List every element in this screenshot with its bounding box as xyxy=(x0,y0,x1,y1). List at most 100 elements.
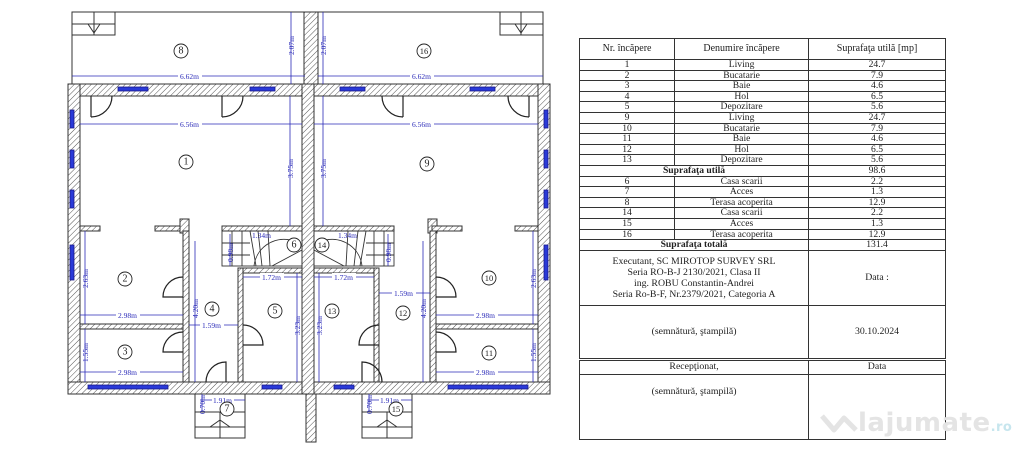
room-area-table: Nr. încăpere Denumire încăpere Suprafaţa… xyxy=(578,38,946,440)
date-label: Data : xyxy=(808,249,946,306)
cell-name: Living xyxy=(674,111,810,124)
cell-name: Baie xyxy=(674,80,810,92)
cell-name: Bucatarie xyxy=(674,122,810,135)
useful-total-value: 98.6 xyxy=(808,164,946,177)
svg-text:2: 2 xyxy=(123,274,128,285)
svg-text:0.98m: 0.98m xyxy=(384,243,393,262)
cell-nr: 3 xyxy=(578,80,676,92)
executant-license: Seria Ro-B-F, Nr.2379/2021, Categoria A xyxy=(612,288,776,300)
cell-name: Acces xyxy=(674,217,810,230)
svg-text:1: 1 xyxy=(184,157,189,168)
header-room-number: Nr. încăpere xyxy=(578,38,676,60)
cell-nr: 16 xyxy=(578,228,676,241)
cell-name: Baie xyxy=(674,133,810,145)
executant-signature-label: (semnătură, ştampilă) xyxy=(578,304,810,360)
svg-text:8: 8 xyxy=(179,46,184,57)
received-signature-label: (semnătură, ştampilă) xyxy=(578,373,810,440)
svg-text:14: 14 xyxy=(318,240,327,250)
cell-name: Hol xyxy=(674,90,810,103)
svg-text:1.59m: 1.59m xyxy=(202,321,221,330)
svg-text:1.34m: 1.34m xyxy=(338,231,357,240)
svg-text:1.55m: 1.55m xyxy=(529,343,538,362)
executant-info: Executant, SC MIROTOP SURVEY SRL Seria R… xyxy=(578,249,810,306)
cell-name: Acces xyxy=(674,186,810,198)
cell-nr: 7 xyxy=(578,186,676,198)
watermark-suffix: .ro xyxy=(990,420,1013,435)
received-row: Recepţionat, Data xyxy=(578,357,946,375)
cell-nr: 15 xyxy=(578,217,676,230)
svg-text:0.70m: 0.70m xyxy=(365,395,374,414)
staircases xyxy=(221,230,395,267)
svg-text:2.63m: 2.63m xyxy=(81,269,90,288)
cell-nr: 14 xyxy=(578,207,676,219)
watermark-text: lajumate xyxy=(858,408,991,438)
header-room-area: Suprafaţa utilă [mp] xyxy=(808,38,946,60)
svg-text:4.20m: 4.20m xyxy=(191,299,200,318)
cell-area: 2.2 xyxy=(808,175,946,188)
svg-text:3.75m: 3.75m xyxy=(286,159,295,178)
cell-area: 12.9 xyxy=(808,196,946,209)
svg-text:2.98m: 2.98m xyxy=(118,368,137,377)
floor-plan-drawing: 6.62m 6.62m 2.07m 2.07m 6.56m 6.56m 3.75… xyxy=(67,11,551,443)
cell-name: Living xyxy=(674,59,810,71)
svg-text:12: 12 xyxy=(399,308,408,318)
svg-text:0.70m: 0.70m xyxy=(198,395,207,414)
svg-text:2.07m: 2.07m xyxy=(287,36,296,55)
svg-text:4.20m: 4.20m xyxy=(419,299,428,318)
received-label: Recepţionat, xyxy=(578,357,810,375)
cell-area: 6.5 xyxy=(808,143,946,156)
table-header-row: Nr. încăpere Denumire încăpere Suprafaţa… xyxy=(578,38,946,60)
svg-text:3.23m: 3.23m xyxy=(315,316,324,335)
cell-area: 2.2 xyxy=(808,207,946,219)
cell-area: 12.9 xyxy=(808,228,946,241)
cell-nr: 5 xyxy=(578,101,676,113)
svg-text:2.63m: 2.63m xyxy=(529,269,538,288)
svg-text:6.62m: 6.62m xyxy=(412,72,431,81)
svg-text:9: 9 xyxy=(425,159,430,170)
cell-area: 7.9 xyxy=(808,122,946,135)
cell-area: 1.3 xyxy=(808,217,946,230)
svg-text:1.34m: 1.34m xyxy=(252,231,271,240)
svg-text:13: 13 xyxy=(328,306,337,316)
windows xyxy=(69,86,549,390)
executant-series: Seria RO-B-J 2130/2021, Clasa II xyxy=(627,266,761,278)
svg-text:2.98m: 2.98m xyxy=(476,311,495,320)
cell-area: 24.7 xyxy=(808,59,946,71)
svg-text:3.75m: 3.75m xyxy=(319,159,328,178)
cell-area: 24.7 xyxy=(808,111,946,124)
svg-text:6.62m: 6.62m xyxy=(180,72,199,81)
executant-company: Executant, SC MIROTOP SURVEY SRL xyxy=(612,255,776,267)
received-date-label: Data xyxy=(808,357,946,375)
svg-text:2.07m: 2.07m xyxy=(319,36,328,55)
cell-area: 6.5 xyxy=(808,90,946,103)
room-number-markers xyxy=(117,43,497,417)
executant-row: Executant, SC MIROTOP SURVEY SRL Seria R… xyxy=(578,249,946,306)
cell-nr: 4 xyxy=(578,90,676,103)
svg-text:11: 11 xyxy=(485,348,493,358)
grand-total-value: 131.4 xyxy=(808,239,946,251)
svg-text:0.98m: 0.98m xyxy=(226,243,235,262)
executant-engineer: ing. ROBU Constantin-Andrei xyxy=(634,277,755,289)
cell-nr: 2 xyxy=(578,69,676,82)
cell-name: Bucatarie xyxy=(674,69,810,82)
watermark-logo-icon xyxy=(820,414,858,433)
svg-text:2.98m: 2.98m xyxy=(118,311,137,320)
outer-walls xyxy=(67,83,551,443)
cell-area: 5.6 xyxy=(808,101,946,113)
svg-text:5: 5 xyxy=(273,306,278,317)
svg-text:1.91m: 1.91m xyxy=(213,396,232,405)
room-number-labels: 1 2 3 4 5 6 7 8 9 10 11 12 13 14 15 16 xyxy=(123,46,494,415)
cell-area: 1.3 xyxy=(808,186,946,198)
